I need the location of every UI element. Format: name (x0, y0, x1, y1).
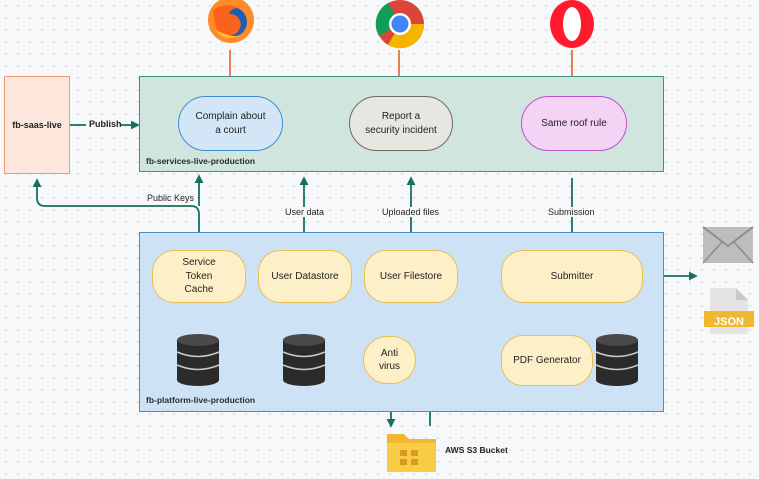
s3-label: AWS S3 Bucket (445, 445, 508, 455)
submission-label: Submission (546, 207, 597, 217)
token-cache-node-label: Service Token Cache (182, 257, 216, 296)
opera-icon (550, 0, 594, 48)
publish-label: Publish (89, 119, 122, 129)
submitter-node-label: Submitter (550, 270, 594, 282)
user-datastore-node-label: User Datastore (271, 270, 339, 282)
public-keys-connector (32, 178, 204, 248)
user-filestore-node-label: User Filestore (379, 270, 443, 282)
report-node[interactable]: Report a security incident (349, 96, 453, 151)
user-datastore-node[interactable]: User Datastore (258, 250, 352, 303)
saas-node-label: fb-saas-live (12, 119, 62, 130)
json-file-icon (704, 288, 754, 334)
database-icon (176, 334, 220, 386)
saas-node[interactable]: fb-saas-live (4, 76, 70, 174)
folder-icon (387, 434, 436, 472)
sameroof-node-label: Same roof rule (541, 117, 607, 129)
report-node-label: Report a security incident (365, 111, 437, 136)
database-icon (282, 334, 326, 386)
user-data-label: User data (283, 207, 327, 217)
services-region-label: fb-services-live-production (146, 156, 256, 166)
public-keys-label: Public Keys (145, 193, 197, 203)
uploaded-files-label: Uploaded files (380, 207, 442, 217)
pdf-generator-node[interactable]: PDF Generator (501, 335, 593, 386)
sameroof-node[interactable]: Same roof rule (521, 96, 627, 151)
pdf-generator-node-label: PDF Generator (513, 354, 581, 366)
json-label: JSON (714, 316, 744, 328)
complain-node[interactable]: Complain about a court (178, 96, 283, 151)
database-icon (595, 334, 639, 386)
chrome-icon (375, 0, 425, 49)
email-icon (702, 226, 754, 264)
antivirus-node[interactable]: Anti virus (363, 336, 416, 384)
platform-region-label: fb-platform-live-production (146, 395, 256, 405)
token-cache-node[interactable]: Service Token Cache (152, 250, 246, 303)
antivirus-node-label: Anti virus (378, 347, 401, 373)
submitter-node[interactable]: Submitter (501, 250, 643, 303)
firefox-icon (208, 0, 254, 43)
user-filestore-node[interactable]: User Filestore (364, 250, 458, 303)
complain-node-label: Complain about a court (195, 111, 266, 136)
